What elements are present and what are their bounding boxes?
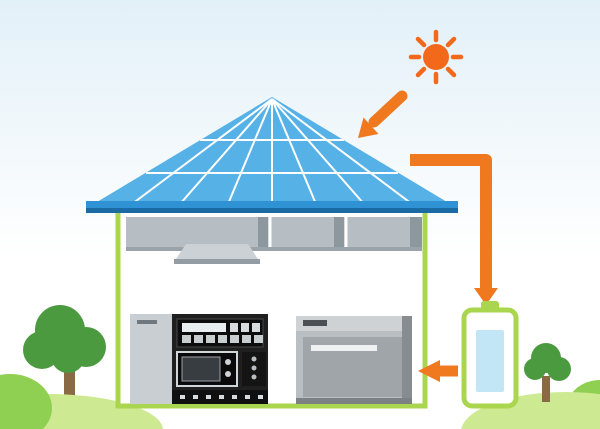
panel-button (194, 335, 203, 343)
foliage-lobe (524, 358, 546, 380)
panel-button (230, 323, 238, 332)
grass-mound-right (461, 392, 600, 429)
dishwasher-side-shade (402, 316, 412, 404)
grid-line (271, 98, 317, 205)
solar-roof-to-battery-arrow (410, 154, 498, 305)
panel-button-row (182, 335, 263, 343)
sun-rays (408, 29, 464, 85)
roof-eave-shadow (86, 208, 458, 213)
arrow-shaft (410, 154, 492, 288)
tree-foliage (23, 305, 106, 373)
grid-line (271, 98, 413, 205)
panel-display (182, 323, 226, 332)
microwave-knob (225, 371, 231, 377)
control-dot (251, 374, 257, 380)
base-dot-row (180, 395, 263, 399)
solar-roof (86, 97, 458, 213)
dishwasher-top-panel (296, 316, 412, 331)
range-hood (174, 244, 260, 264)
dishwasher-vent-slot (311, 345, 377, 351)
tree-small (524, 343, 571, 402)
arrow-head (474, 288, 498, 305)
bush-left (0, 374, 52, 429)
control-dot (251, 356, 257, 362)
base-dot (219, 395, 224, 399)
window-shade (410, 217, 422, 250)
battery-unit (461, 301, 519, 409)
window-band-edge (126, 247, 422, 251)
house (115, 207, 428, 409)
hood-edge (174, 259, 260, 264)
dishwasher-handle-slot (303, 320, 327, 326)
kitchen-unit (130, 314, 268, 404)
grid-line (179, 98, 273, 205)
roof-eave (86, 201, 458, 209)
base-dot (206, 395, 211, 399)
panel-button (206, 335, 215, 343)
base-dot (232, 395, 237, 399)
arrow-shaft (368, 90, 408, 128)
panel-button (241, 323, 249, 332)
tree-trunk (542, 376, 550, 402)
panel-button (242, 335, 251, 343)
sun-ray (445, 36, 457, 48)
battery-charge-window (476, 330, 504, 392)
microwave-window (181, 356, 221, 382)
arrow-head (358, 117, 379, 138)
base-dot (180, 395, 185, 399)
tree-trunk (64, 356, 75, 404)
upstairs-windows (126, 217, 422, 251)
sun-ray (445, 66, 457, 78)
window-shade (258, 217, 268, 250)
window-shade (334, 217, 344, 250)
panel-button (254, 335, 263, 343)
grid-line (227, 98, 273, 205)
tree-foliage (524, 343, 571, 381)
sun-disc (423, 44, 449, 70)
base-dot (193, 395, 198, 399)
dishwasher-base-shade (296, 398, 412, 404)
sun-icon (408, 29, 464, 85)
panel-button (252, 323, 260, 332)
window-band (126, 217, 422, 250)
kitchen-cabinet (130, 314, 172, 404)
panel-button (182, 335, 191, 343)
dishwasher (296, 316, 412, 404)
cabinet-handle (137, 320, 157, 324)
panel-button (218, 335, 227, 343)
panel-button (230, 335, 239, 343)
foliage-lobe (547, 357, 571, 381)
arrow-head (418, 360, 440, 382)
grid-line (271, 98, 365, 205)
base-dot (245, 395, 250, 399)
sun-ray (415, 66, 427, 78)
sun-ray (415, 36, 427, 48)
base-dot (258, 395, 263, 399)
tree-large (23, 305, 106, 404)
hood-shape (174, 244, 260, 262)
grid-line (131, 98, 273, 205)
sunlight-to-solar-roof-arrow (358, 90, 408, 138)
foliage-lobe (51, 339, 85, 373)
solar-panel-grid (131, 98, 413, 205)
control-dot (251, 365, 257, 371)
microwave-knob (225, 359, 231, 365)
battery-to-home-appliances-arrow (418, 360, 458, 382)
